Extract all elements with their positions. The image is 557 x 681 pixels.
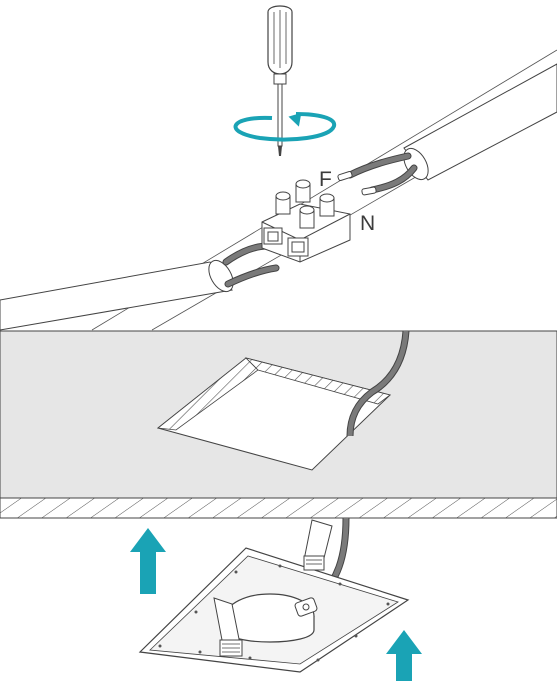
screwdriver-icon (267, 5, 293, 156)
label-neutral: N (360, 212, 375, 235)
wires-left (222, 242, 280, 288)
up-arrow-icon-right (386, 630, 422, 681)
cable-through-ceiling (346, 330, 410, 437)
rotation-arrow-icon (233, 112, 337, 142)
terminal-block (261, 179, 351, 263)
ceiling-edge-hatch (0, 497, 557, 519)
label-phase: F (319, 168, 332, 191)
cable-sheath-left (0, 261, 233, 331)
wires-right (337, 152, 418, 196)
mains-cable (0, 49, 557, 331)
downlight-fixture (138, 517, 410, 673)
up-arrow-icon-left (130, 528, 166, 594)
terminal-screws (275, 179, 335, 229)
ceiling-cutout (156, 357, 391, 471)
